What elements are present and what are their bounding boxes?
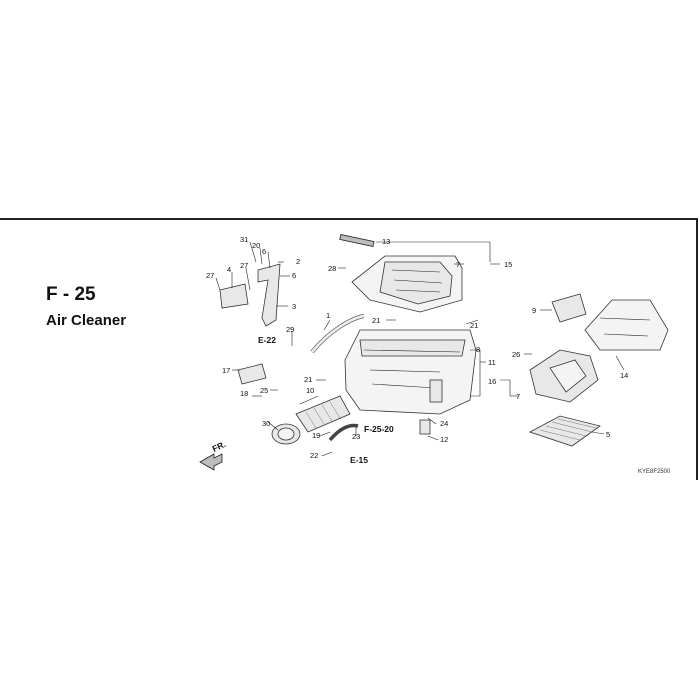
callout-numbers: 31 20 6 2 6 27 4 27 3 13 7 15 28 21 1 21… [206, 235, 628, 465]
front-marker-label: FR. [211, 439, 228, 454]
ref-f-25-20: F-25-20 [364, 424, 394, 434]
callout-15: 15 [504, 260, 512, 269]
callout-2: 2 [296, 257, 300, 266]
callout-27: 27 [240, 261, 248, 270]
callout-27: 27 [206, 271, 214, 280]
callout-22: 22 [310, 451, 318, 460]
callout-29: 29 [286, 325, 294, 334]
callout-17: 17 [222, 366, 230, 375]
callout-12: 12 [440, 435, 448, 444]
section-title: Air Cleaner [46, 312, 127, 329]
callout-21: 21 [304, 375, 312, 384]
callout-1: 1 [326, 311, 330, 320]
part-breather-tube-1 [310, 314, 365, 354]
callout-3: 3 [292, 302, 296, 311]
part-connecting-tube-10 [295, 395, 351, 433]
callout-13: 13 [382, 237, 390, 246]
leader-lines [215, 241, 625, 457]
part-element-cover-16 [529, 349, 599, 403]
callout-28: 28 [328, 264, 336, 273]
callout-11: 11 [488, 358, 496, 367]
part-top-cover-seal-13 [339, 234, 375, 247]
callout-31: 31 [240, 235, 248, 244]
part-intake-duct-9 [551, 293, 587, 323]
callout-30: 30 [262, 419, 270, 428]
callout-4: 4 [227, 265, 231, 274]
callout-24: 24 [440, 419, 448, 428]
catalog-code: KYE8F2500 [638, 469, 671, 475]
part-bracket-3 [219, 263, 281, 327]
part-upper-cover-15 [351, 255, 463, 313]
section-code: F - 25 [46, 284, 96, 305]
part-drain-tube-19 [328, 423, 359, 442]
ref-e-22: E-22 [258, 335, 276, 345]
callout-19: 19 [312, 431, 320, 440]
part-duct-17 [237, 363, 267, 385]
callout-21: 21 [372, 316, 380, 325]
callout-21: 21 [470, 321, 478, 330]
callout-7: 7 [456, 260, 460, 269]
part-air-element-5 [528, 415, 601, 447]
callout-5: 5 [606, 430, 610, 439]
callout-7: 7 [516, 392, 520, 401]
callout-25: 25 [260, 386, 268, 395]
callout-18: 18 [240, 389, 248, 398]
callout-14: 14 [620, 371, 628, 380]
part-drain-plug-24 [419, 419, 431, 435]
front-direction-marker [199, 453, 223, 471]
callout-16: 16 [488, 377, 496, 386]
diagram-frame [0, 218, 698, 480]
part-resonator-14 [584, 299, 669, 351]
callout-9: 9 [532, 306, 536, 315]
part-air-cleaner-housing-8 [344, 329, 477, 415]
callout-23: 23 [352, 432, 360, 441]
callout-8: 8 [476, 345, 480, 354]
ref-e-15: E-15 [350, 455, 368, 465]
callout-6: 6 [292, 271, 296, 280]
callout-26: 26 [512, 350, 520, 359]
callout-6: 6 [262, 247, 266, 256]
callout-20: 20 [252, 241, 260, 250]
part-throttle-joint-30 [271, 423, 301, 445]
callout-10: 10 [306, 386, 314, 395]
